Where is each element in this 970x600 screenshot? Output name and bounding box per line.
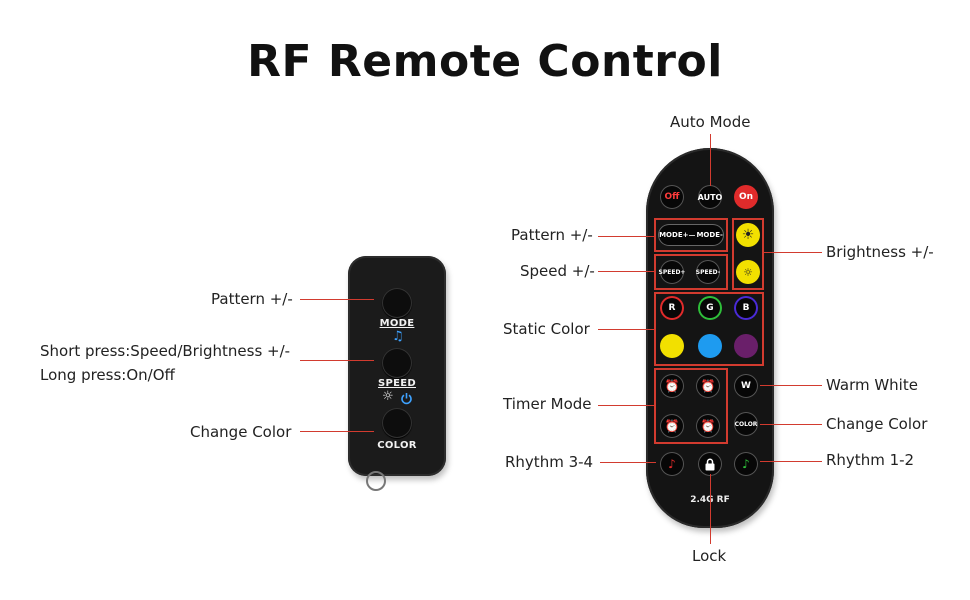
rhythm-34-label: Rhythm 3-4 (505, 453, 594, 471)
green-button[interactable]: G (698, 296, 722, 320)
big-remote: Off AUTO On MODE+ MODE- ☀ SPEED+ SPEED- … (646, 148, 774, 528)
leader-line (300, 431, 374, 432)
rhythm-34-icon[interactable]: ♪ (660, 452, 684, 476)
speed-box (654, 254, 728, 290)
speed-label: SPEED (378, 378, 416, 389)
color-button[interactable]: COLOR (734, 412, 758, 436)
color-label: COLOR (377, 440, 417, 451)
divider (689, 234, 696, 236)
sky-blue-button[interactable] (698, 334, 722, 358)
sun-icon: ☼ (382, 389, 394, 404)
lock-label: Lock (692, 547, 727, 565)
short-press-label: Short press:Speed/Brightness +/- (40, 342, 291, 360)
static-color-box (654, 292, 764, 366)
yellow-button[interactable] (660, 334, 684, 358)
off-button[interactable]: Off (660, 185, 684, 209)
auto-button[interactable]: AUTO (698, 185, 722, 209)
speed-plus-button[interactable]: SPEED+ (659, 260, 685, 284)
power-icon (400, 390, 413, 409)
leader-line (710, 134, 711, 186)
timer-1-icon[interactable]: ⏰ (660, 374, 684, 398)
timer-2-icon[interactable]: ⏰ (696, 374, 720, 398)
leader-line (300, 299, 374, 300)
timer-3-icon[interactable]: ⏰ (660, 414, 684, 438)
static-color-label: Static Color (503, 320, 590, 338)
speed-minus-button[interactable]: SPEED- (696, 260, 720, 284)
red-button[interactable]: R (660, 296, 684, 320)
leader-line (598, 271, 654, 272)
mode-box (654, 218, 728, 252)
purple-button[interactable] (734, 334, 758, 358)
keyring (366, 471, 386, 491)
leader-line (600, 462, 656, 463)
timer-box (654, 368, 728, 444)
mode-label: MODE (379, 318, 415, 329)
auto-mode-label: Auto Mode (670, 113, 751, 131)
blue-button[interactable]: B (734, 296, 758, 320)
speed-label: Speed +/- (520, 262, 595, 280)
leader-line (300, 360, 374, 361)
leader-line (760, 385, 822, 386)
mode-pill-button[interactable]: MODE+ MODE- (658, 224, 724, 246)
mode-button[interactable] (382, 288, 412, 318)
rhythm-12-icon[interactable]: ♪ (734, 452, 758, 476)
brightness-box (732, 218, 764, 290)
color-button[interactable] (382, 408, 412, 438)
rf-badge: 2.4G RF (690, 495, 730, 505)
timer-4-icon[interactable]: ⏰ (696, 414, 720, 438)
leader-line (760, 461, 822, 462)
page-title: RF Remote Control (247, 36, 723, 87)
leader-line (710, 474, 711, 544)
music-note-icon: ♫ (392, 329, 404, 344)
lock-icon[interactable] (698, 452, 722, 476)
leader-line (598, 405, 654, 406)
leader-line (598, 329, 654, 330)
mode-minus-label: MODE- (696, 231, 723, 239)
small-pattern-label: Pattern +/- (211, 290, 293, 308)
timer-mode-label: Timer Mode (503, 395, 592, 413)
warm-white-label: Warm White (826, 376, 918, 394)
brightness-up-icon[interactable]: ☀ (736, 223, 760, 247)
brightness-down-icon[interactable]: ☼ (736, 260, 760, 284)
warm-white-button[interactable]: W (734, 374, 758, 398)
small-remote: MODE ♫ SPEED ☼ COLOR (348, 256, 446, 476)
speed-button[interactable] (382, 348, 412, 378)
mode-plus-label: MODE+ (659, 231, 689, 239)
small-change-color-label: Change Color (190, 423, 292, 441)
rhythm-12-label: Rhythm 1-2 (826, 451, 915, 469)
leader-line (598, 236, 654, 237)
long-press-label: Long press:On/Off (40, 366, 175, 384)
on-button[interactable]: On (734, 185, 758, 209)
brightness-label: Brightness +/- (826, 243, 934, 261)
leader-line (760, 424, 822, 425)
leader-line (764, 252, 822, 253)
big-pattern-label: Pattern +/- (511, 226, 593, 244)
big-change-color-label: Change Color (826, 415, 928, 433)
